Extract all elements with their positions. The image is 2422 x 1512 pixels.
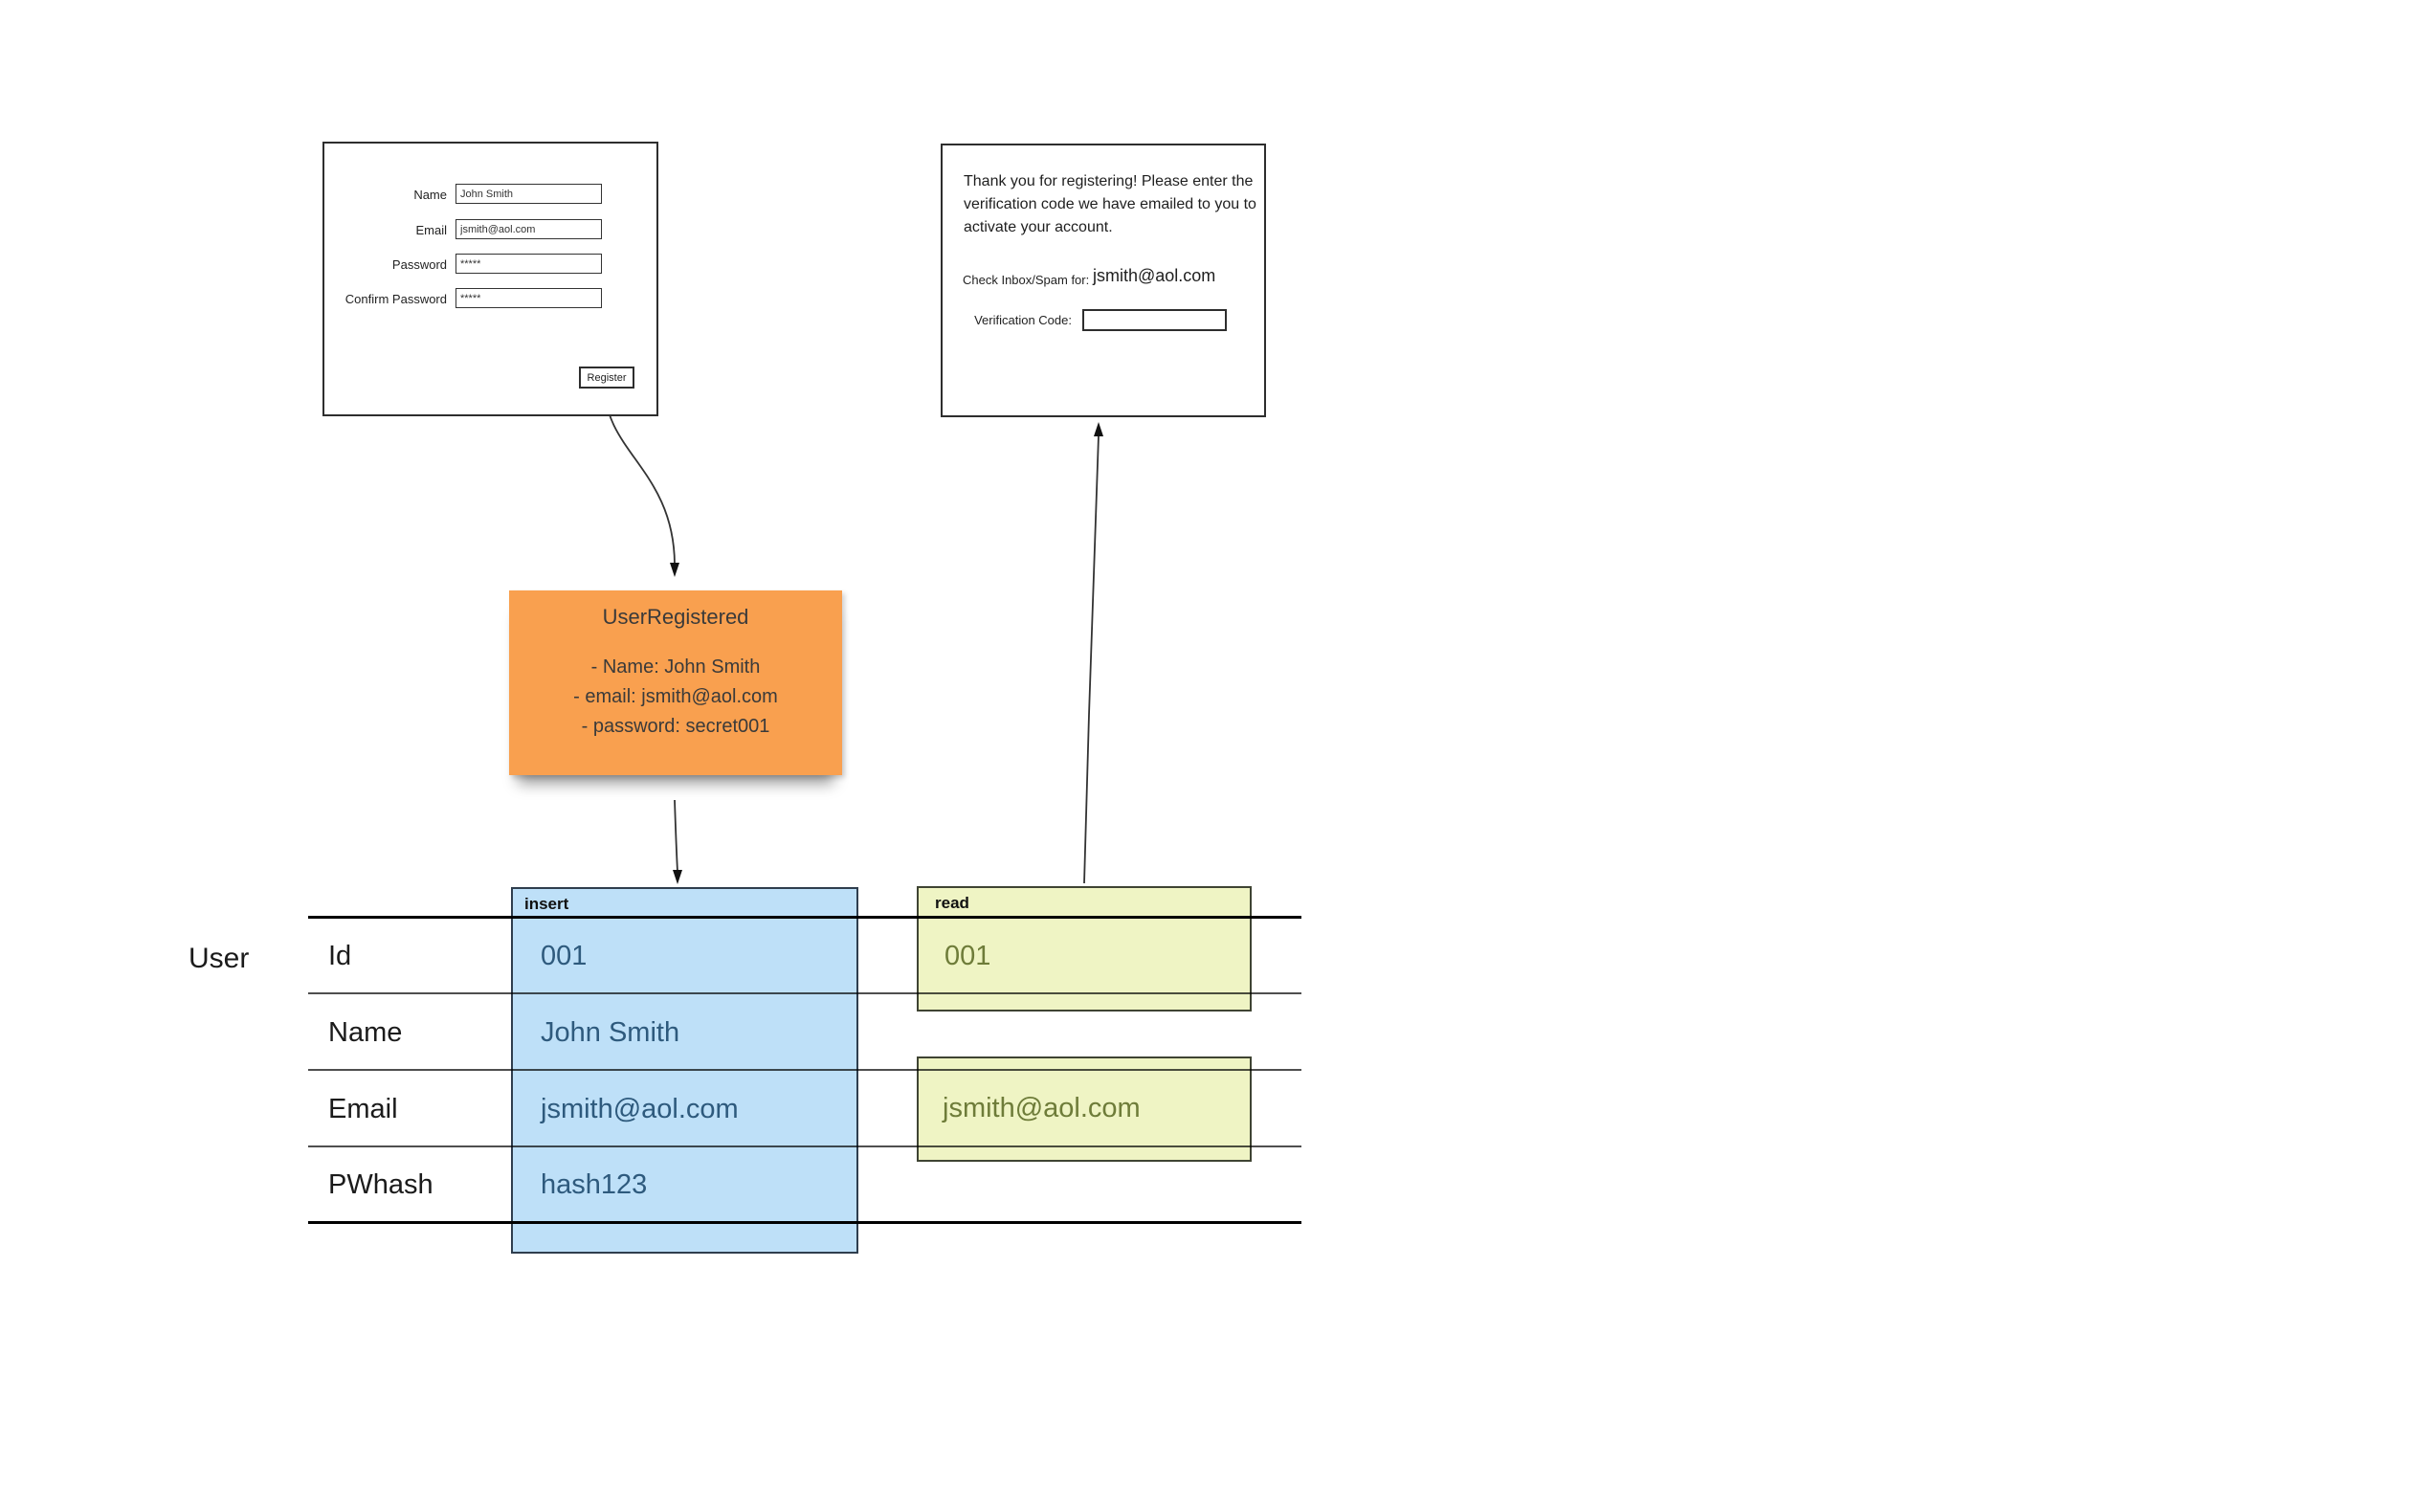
insert-value-pwhash: hash123 — [541, 1169, 648, 1200]
email-label: Email — [415, 223, 447, 237]
event-note-title: UserRegistered — [602, 605, 749, 629]
insert-value-id: 001 — [541, 941, 588, 971]
name-input[interactable] — [456, 184, 602, 204]
read-value-email: jsmith@aol.com — [943, 1093, 1141, 1123]
read-overlay-id — [917, 886, 1252, 1012]
row-label-email: Email — [328, 1094, 398, 1124]
password-label: Password — [391, 257, 447, 272]
row-label-name: Name — [328, 1017, 403, 1048]
event-note-line-password: - password: secret001 — [581, 716, 770, 737]
registration-form: Name Email Password Confirm Password Reg… — [322, 142, 658, 416]
entity-label: User — [189, 943, 250, 974]
arrowhead-up — [1094, 422, 1103, 436]
event-note-line-email: - email: jsmith@aol.com — [573, 686, 778, 707]
arrow-read-to-verification — [1083, 434, 1100, 884]
confirm-password-label: Confirm Password — [344, 292, 447, 306]
row-label-pwhash: PWhash — [328, 1169, 433, 1200]
register-button[interactable]: Register — [579, 367, 634, 389]
event-note: UserRegistered - Name: John Smith - emai… — [509, 590, 842, 775]
email-input[interactable] — [456, 219, 602, 239]
insert-value-email: jsmith@aol.com — [541, 1094, 739, 1124]
row-label-id: Id — [328, 941, 352, 971]
arrowhead-down-1 — [670, 563, 679, 577]
verification-message: Thank you for registering! Please enter … — [964, 173, 1256, 235]
insert-value-name: John Smith — [541, 1017, 680, 1048]
arrowhead-down-2 — [673, 870, 682, 884]
event-note-line-name: - Name: John Smith — [590, 656, 761, 678]
check-inbox-label: Check Inbox/Spam for: — [963, 273, 1090, 287]
confirm-password-input[interactable] — [456, 288, 602, 308]
password-input[interactable] — [456, 254, 602, 274]
insert-column-overlay — [511, 887, 858, 1254]
read-column-label: read — [935, 894, 969, 912]
verification-panel: Thank you for registering! Please enter … — [941, 144, 1266, 417]
verification-code-input[interactable] — [1082, 309, 1227, 331]
insert-column-label: insert — [524, 895, 569, 913]
verification-code-label: Verification Code: — [974, 313, 1072, 327]
name-label: Name — [413, 188, 447, 202]
registered-email-value: jsmith@aol.com — [1093, 266, 1216, 285]
read-value-id: 001 — [944, 941, 991, 971]
read-overlay-email — [917, 1056, 1252, 1162]
arrow-event-to-insert — [674, 799, 678, 873]
